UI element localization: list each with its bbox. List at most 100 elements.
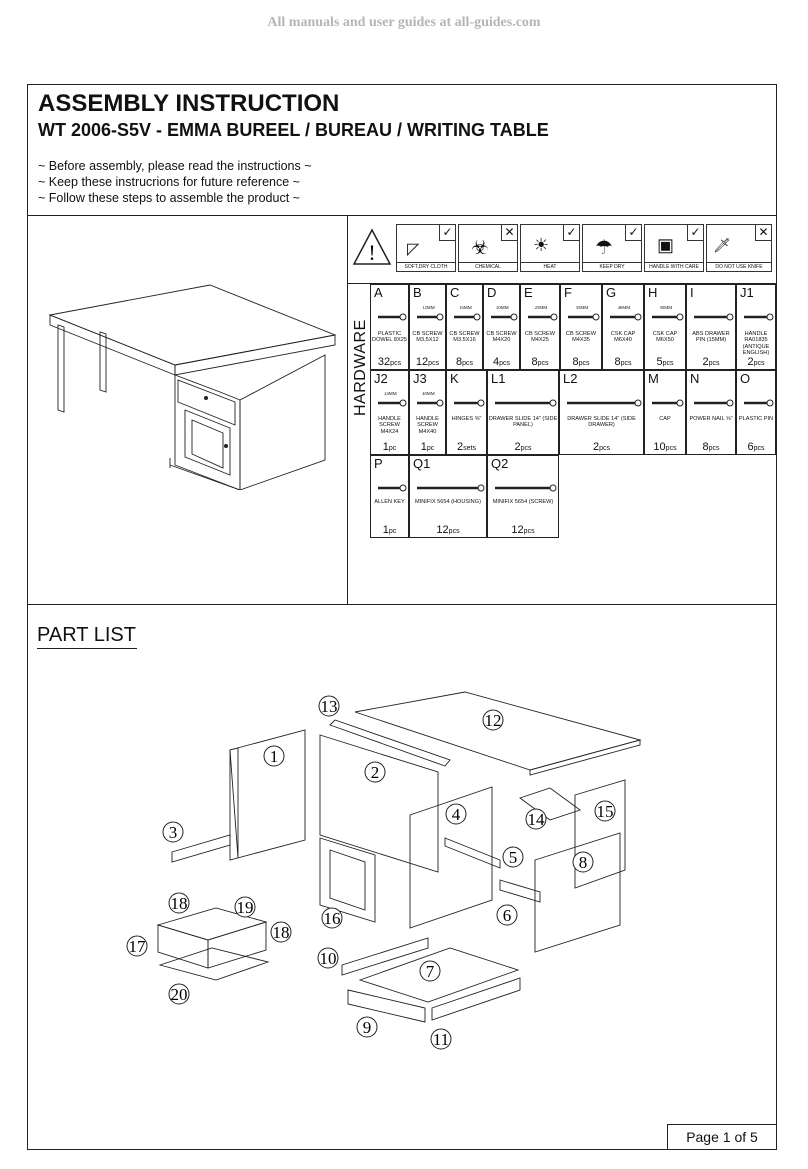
quantity-number: 2 — [702, 356, 709, 368]
part-16: 16 — [324, 909, 341, 928]
hardware-quantity: 2pcs — [560, 441, 643, 453]
part-15: 15 — [597, 802, 614, 821]
part-3: 3 — [169, 823, 178, 842]
part-17: 17 — [129, 937, 147, 956]
quantity-number: 4 — [492, 356, 500, 368]
part-8: 8 — [579, 853, 588, 872]
hardware-code: N — [690, 371, 700, 386]
exploded-parts-diagram: 1 2 3 4 5 6 7 8 9 10 11 12 13 14 15 16 1… — [126, 691, 642, 1050]
hardware-icon — [417, 484, 485, 492]
part-list-title: PART LIST — [37, 624, 136, 646]
hardware-icon: 40MM — [610, 305, 642, 321]
part-20: 20 — [171, 985, 188, 1004]
hardware-description: HANDLE SCREW M4X24 — [378, 416, 401, 435]
hardware-quantity: 2sets — [447, 441, 486, 453]
hardware-icon: 20MM — [491, 305, 518, 321]
hardware-icon: 24MM — [378, 391, 407, 407]
quantity-unit: pcs — [708, 360, 720, 367]
hardware-length: 20MM — [496, 305, 509, 310]
cross-icon: ✕ — [501, 225, 517, 241]
cloth-icon: ◸ — [407, 241, 420, 258]
hardware-quantity: 8pcs — [603, 356, 643, 368]
care-cell-knife: 🗡 ✕ DO NOT USE KNIFE — [706, 224, 772, 272]
cross-icon: ✕ — [755, 225, 771, 241]
hardware-length: 40MM — [422, 391, 435, 396]
hardware-description: CB SCREW M4X25 — [524, 331, 556, 344]
hardware-code: A — [374, 285, 383, 300]
hardware-quantity: 8pcs — [521, 356, 559, 368]
hardware-icon — [495, 399, 557, 407]
warning-icon: ! — [352, 228, 392, 265]
note-2: ~ Keep these instrucrions for future ref… — [38, 175, 300, 189]
desk-illustration — [48, 284, 337, 490]
hardware-icon — [694, 313, 734, 321]
hardware-quantity: 1pc — [371, 524, 408, 536]
hardware-code: C — [450, 285, 460, 300]
part-callout: 1 — [263, 745, 285, 767]
hardware-length: 12MM — [422, 305, 435, 310]
hardware-quantity: 12pcs — [410, 356, 445, 368]
quantity-number: 12 — [511, 524, 524, 536]
hardware-description: POWER NAIL ⅝" — [689, 416, 733, 422]
hardware-description: ALLEN KEY — [374, 499, 405, 505]
svg-text:!: ! — [368, 240, 375, 265]
hardware-quantity: 2pcs — [737, 356, 775, 368]
part-12: 12 — [485, 711, 502, 730]
care-label: CHEMICAL — [459, 262, 517, 271]
knife-icon: 🗡 — [713, 237, 731, 253]
hardware-icon — [567, 399, 642, 407]
hardware-length: 16MM — [459, 305, 472, 310]
hardware-quantity: 2pcs — [687, 356, 735, 368]
care-cell-chemical: ☣ ✕ CHEMICAL — [458, 224, 518, 272]
part-14: 14 — [528, 810, 546, 829]
note-3: ~ Follow these steps to assemble the pro… — [38, 191, 300, 205]
hardware-code: I — [690, 285, 694, 300]
care-instructions: ! ◸ ✓ SOFT,DRY CLOTH ☣ ✕ CHEMICAL ☀ ✓ HE… — [348, 216, 776, 278]
hardware-icon: 12MM — [417, 305, 444, 321]
quantity-unit: pcs — [753, 360, 765, 367]
care-label: SOFT,DRY CLOTH — [397, 262, 455, 271]
hardware-icon — [495, 484, 557, 492]
care-cell-dry: ☂ ✓ KEEP DRY — [582, 224, 642, 272]
quantity-unit: pcs — [520, 445, 532, 452]
hardware-description: CSK CAP M6X50 — [652, 331, 678, 344]
hardware-length: 24MM — [384, 391, 397, 396]
quantity-number: 2 — [514, 441, 521, 453]
quantity-unit: pcs — [448, 528, 460, 535]
hardware-quantity: 2pcs — [488, 441, 558, 453]
hardware-label: HARDWARE — [352, 319, 369, 416]
hardware-description: PLASTIC PIN — [738, 416, 774, 422]
hardware-description: HINGES ⅜" — [451, 416, 482, 422]
hardware-code: Q2 — [491, 456, 509, 471]
hardware-description: PLASTIC DOWEL 8X25 — [372, 331, 407, 344]
hardware-code: J1 — [740, 285, 754, 300]
quantity-number: 8 — [614, 356, 621, 368]
page-number: Page 1 of 5 — [667, 1124, 777, 1150]
part-18: 18 — [171, 894, 188, 913]
quantity-unit: pcs — [523, 528, 535, 535]
part-1: 1 — [270, 747, 279, 766]
quantity-unit: pc — [388, 445, 397, 452]
hardware-quantity: 4pcs — [484, 356, 519, 368]
part-5: 5 — [509, 848, 518, 867]
hardware-description: DRAWER SLIDE 14" (SIDE PANEL) — [488, 416, 558, 429]
box-hands-icon: ▣ — [657, 235, 675, 255]
hardware-length: 25MM — [535, 305, 548, 310]
quantity-unit: pcs — [753, 445, 765, 452]
hardware-description: MINIFIX 5654 (HOUSING) — [415, 499, 481, 505]
hardware-icon: 40MM — [417, 391, 444, 407]
watermark: All manuals and user guides at all-guide… — [267, 15, 541, 30]
care-cell-cloth: ◸ ✓ SOFT,DRY CLOTH — [396, 224, 456, 272]
hardware-code: E — [524, 285, 533, 300]
page-subtitle: WT 2006-S5V - EMMA BUREEL / BUREAU / WRI… — [38, 120, 549, 140]
hardware-code: D — [487, 285, 497, 300]
quantity-number: 1 — [420, 441, 427, 453]
